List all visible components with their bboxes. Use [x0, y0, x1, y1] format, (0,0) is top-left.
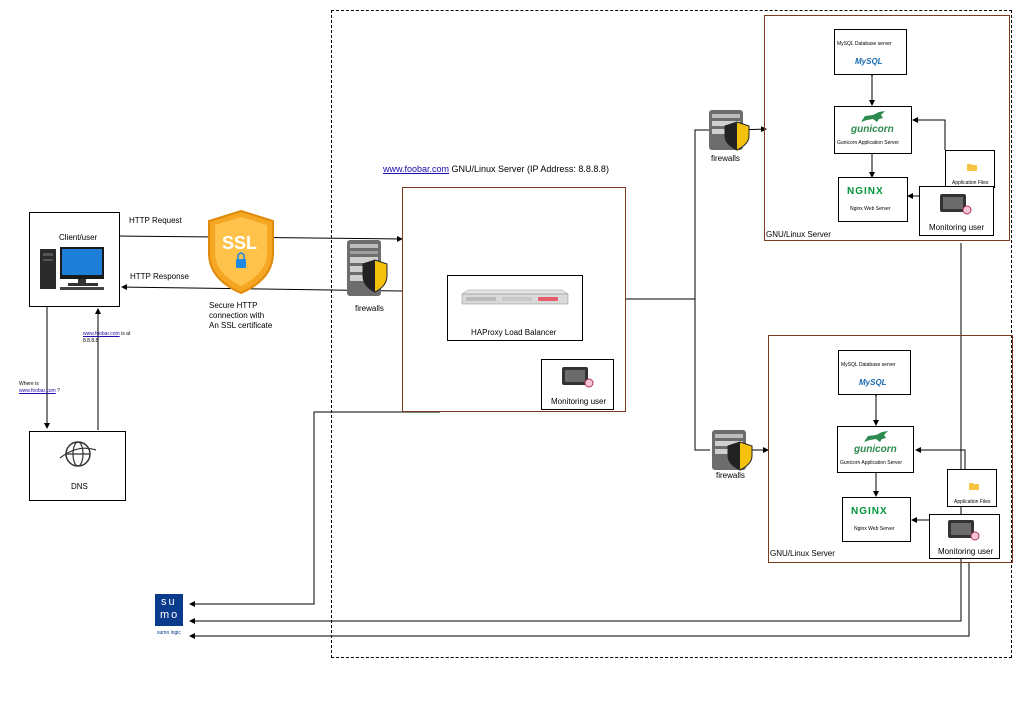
server-bottom-gunicorn-label: Gunicorn Application Server	[840, 460, 902, 466]
http-request-label: HTTP Request	[129, 216, 182, 225]
globe-icon	[59, 441, 97, 467]
server-bottom-files-label: Application Files	[954, 499, 991, 505]
diagram-title: www.foobar.com GNU/Linux Server (IP Addr…	[383, 164, 609, 174]
server-top-container	[764, 15, 1010, 241]
server-bottom-mysql-box[interactable]: MySQL Database server MySQL	[838, 350, 911, 395]
gunicorn-unicorn-icon	[864, 431, 888, 442]
desktop-computer-icon	[40, 247, 104, 290]
folder-icon	[967, 164, 977, 171]
dns-answer-label-1: www.foobar.com is at	[83, 331, 131, 337]
lb-to-servers-line	[626, 129, 718, 300]
server-bottom-nginx-label: Nginx Web Server	[854, 526, 895, 532]
lb-monitoring-label: Monitoring user	[551, 397, 607, 406]
ssl-caption-2: connection with	[209, 311, 265, 320]
monitoring-agent-icon	[562, 367, 594, 388]
bottom-monitor-to-sumo	[189, 563, 970, 639]
server-top-mysql-logo: MySQL	[855, 57, 883, 66]
client-box[interactable]: Client/user	[29, 212, 120, 307]
server-top-files-box[interactable]: Application Files	[945, 150, 995, 188]
lb-monitor-to-sumo	[189, 411, 440, 607]
server-bottom-gunicorn-box[interactable]: gunicorn Gunicorn Application Server	[837, 426, 914, 473]
server-top-monitoring-label: Monitoring user	[929, 223, 985, 232]
server-bottom-mysql-label: MySQL Database server	[841, 362, 896, 368]
server-top-gunicorn-box[interactable]: gunicorn Gunicorn Application Server	[834, 106, 912, 154]
server-top-mysql-box[interactable]: MySQL Database server MySQL	[834, 29, 907, 75]
title-link[interactable]: www.foobar.com	[383, 164, 450, 174]
server-bottom-gunicorn-logo: gunicorn	[854, 444, 897, 455]
load-balancer-appliance-icon	[461, 289, 569, 305]
dns-query-link[interactable]: www.foobar.com	[19, 388, 56, 394]
title-rest: GNU/Linux Server (IP Address: 8.8.8.8)	[449, 164, 609, 174]
server-bottom-files-box[interactable]: Application Files	[947, 469, 997, 507]
firewall-icon-top	[709, 110, 750, 151]
server-bottom-nginx-logo: NGINX	[851, 506, 888, 517]
monitoring-agent-icon	[948, 520, 980, 541]
infrastructure-boundary	[331, 10, 1012, 658]
sumo-caption: sumo logic	[157, 630, 181, 636]
firewall-icon-main	[347, 240, 388, 296]
server-bottom-label: GNU/Linux Server	[770, 549, 835, 558]
server-top-nginx-logo: NGINX	[847, 186, 884, 197]
server-top-label: GNU/Linux Server	[766, 230, 831, 239]
server-bottom-monitoring-label: Monitoring user	[938, 547, 994, 556]
ssl-caption-3: An SSL certificate	[209, 321, 273, 330]
client-label: Client/user	[59, 233, 98, 242]
firewall-label-main: firewalls	[355, 304, 384, 313]
firewall-icon-bottom	[712, 430, 753, 471]
server-top-gunicorn-logo: gunicorn	[851, 124, 894, 135]
sumo-logo-bottom: mo	[160, 609, 180, 621]
firewall-label-top: firewalls	[711, 154, 740, 163]
monitoring-agent-icon	[940, 194, 972, 215]
sumo-logic-logo	[155, 594, 183, 626]
dns-query-label-2: www.foobar.com ?	[19, 388, 60, 394]
server-top-gunicorn-label: Gunicorn Application Server	[837, 140, 899, 146]
haproxy-box[interactable]: HAProxy Load Balancer	[447, 275, 583, 341]
dns-label: DNS	[71, 482, 88, 491]
firewall-label-bottom: firewalls	[716, 471, 745, 480]
sumo-logo-top: su	[161, 596, 177, 608]
server-bottom-container	[768, 335, 1013, 563]
http-response-label: HTTP Response	[130, 272, 189, 281]
server-top-mysql-label: MySQL Database server	[837, 41, 892, 47]
ssl-caption-1: Secure HTTP	[209, 301, 258, 310]
gunicorn-unicorn-icon	[861, 111, 885, 122]
ssl-shield-icon	[208, 209, 274, 295]
server-top-monitoring-box[interactable]: Monitoring user	[919, 186, 994, 236]
dns-box[interactable]: DNS	[29, 431, 126, 501]
dns-answer-ip: 8.8.8.8	[83, 338, 99, 344]
server-bottom-nginx-box[interactable]: NGINX Nginx Web Server	[842, 497, 911, 542]
dns-answer-link[interactable]: www.foobar.com	[83, 331, 120, 337]
server-bottom-mysql-logo: MySQL	[859, 378, 887, 387]
main-server-container	[402, 187, 626, 412]
server-top-nginx-label: Nginx Web Server	[850, 206, 891, 212]
dns-query-label-1: Where is	[19, 381, 39, 387]
ssl-badge-text: SSL	[222, 233, 258, 253]
server-bottom-monitoring-box[interactable]: Monitoring user	[929, 514, 1000, 559]
top-monitor-to-sumo	[189, 243, 962, 624]
server-top-nginx-box[interactable]: NGINX Nginx Web Server	[838, 177, 908, 222]
haproxy-label: HAProxy Load Balancer	[471, 328, 557, 337]
folder-icon	[969, 483, 979, 490]
lb-monitoring-box[interactable]: Monitoring user	[541, 359, 614, 410]
server-top-files-label: Application Files	[952, 180, 989, 186]
